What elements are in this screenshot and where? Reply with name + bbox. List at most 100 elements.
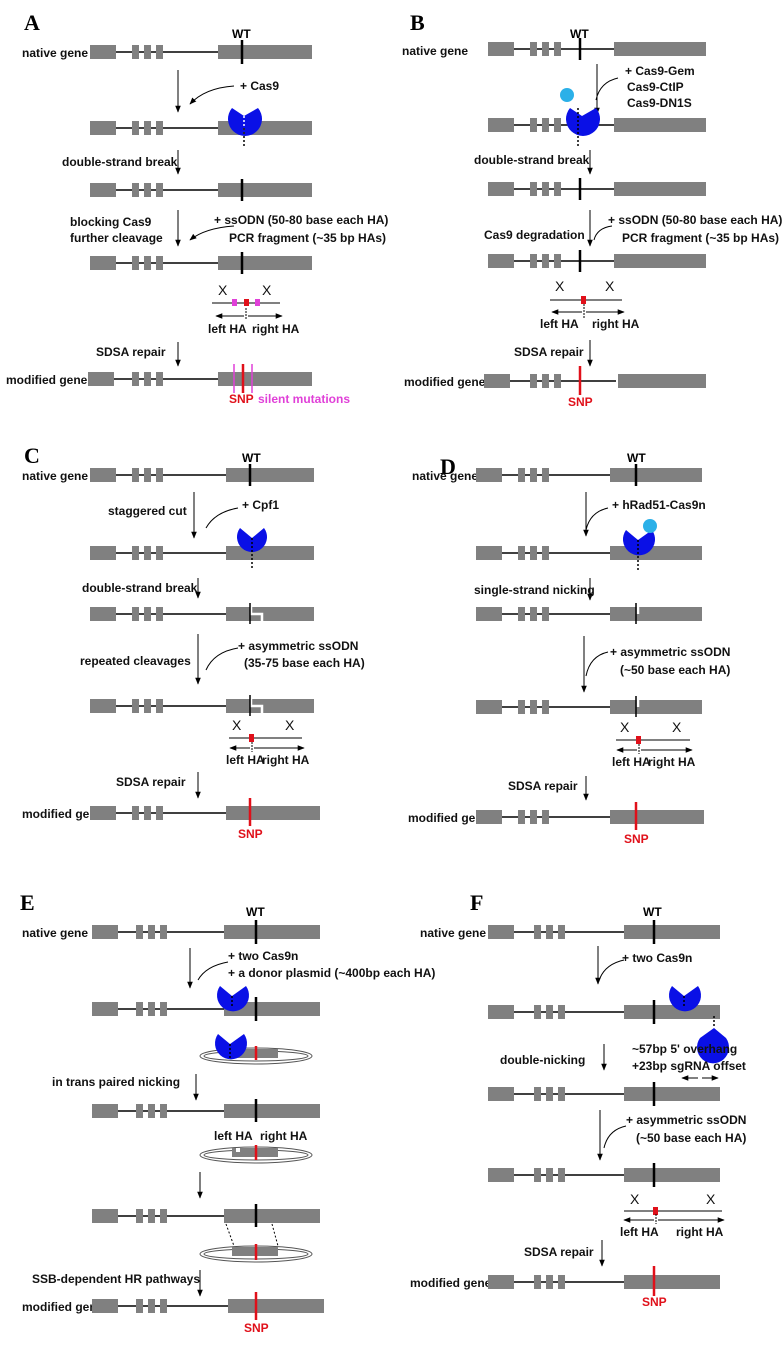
repair-label: SDSA repair <box>508 779 578 793</box>
svg-text:X: X <box>285 717 295 733</box>
svg-text:X: X <box>555 278 565 294</box>
modified-gene-label: modified gene <box>22 1300 104 1314</box>
left-ha-label: left HA <box>612 755 651 769</box>
svg-text:X: X <box>620 719 630 735</box>
treatment-label: + Cpf1 <box>242 498 279 512</box>
treatment-label-2: + a donor plasmid (~400bp each HA) <box>228 966 435 980</box>
left-ha-label: left HA <box>214 1129 253 1143</box>
native-gene-label: native gene <box>22 469 88 483</box>
donor-gene <box>488 250 706 272</box>
donor-gene <box>476 696 702 717</box>
strand-invasion-gene <box>92 1204 320 1247</box>
modified-gene-label: modified gene <box>408 811 490 825</box>
snp-label: SNP <box>642 1295 667 1309</box>
panel-d: D WT native gene + hRad51-Cas9n single-s… <box>408 451 730 846</box>
step1-label: in trans paired nicking <box>52 1075 180 1089</box>
panel-a: A WT native gene + Cas9 double-strand br… <box>6 10 388 406</box>
step1-label: single-strand nicking <box>474 583 595 597</box>
cas9-bound-gene <box>488 88 706 146</box>
donor-label-2: PCR fragment (~35 bp HAs) <box>229 231 386 245</box>
native-gene-label: native gene <box>412 469 478 483</box>
wt-label: WT <box>570 27 589 41</box>
dsb-gene <box>488 178 706 200</box>
double-cas9n-gene <box>488 986 730 1064</box>
treatment-label-1: + Cas9-Gem <box>625 64 695 78</box>
donor-ssodn: X X left HA right HA <box>226 717 310 767</box>
step0-label: staggered cut <box>108 504 187 518</box>
right-ha-label: right HA <box>260 1129 308 1143</box>
native-gene-label: native gene <box>402 44 468 58</box>
step2-label-1: blocking Cas9 <box>70 215 152 229</box>
modified-gene <box>92 1292 324 1320</box>
treatment-label-1: + two Cas9n <box>228 949 298 963</box>
panel-a-title: A <box>24 10 40 35</box>
treatment-label: + hRad51-Cas9n <box>612 498 706 512</box>
snp-label: SNP <box>238 827 263 841</box>
silent-mutations-label: silent mutations <box>258 392 350 406</box>
wt-label: WT <box>627 451 646 465</box>
modified-gene-label: modified gene <box>410 1276 492 1290</box>
donor-label-1: + asymmetric ssODN <box>626 1113 746 1127</box>
treatment-label: + Cas9 <box>240 79 279 93</box>
modified-gene <box>476 802 704 830</box>
paired-nick-gene <box>92 1099 320 1122</box>
cas9n-icon <box>215 1034 248 1060</box>
donor-gene <box>488 1163 720 1187</box>
panel-c-title: C <box>24 443 40 468</box>
svg-text:X: X <box>630 1191 640 1207</box>
nicked-gene <box>476 603 702 624</box>
donor-plasmid <box>199 1034 313 1065</box>
step1-label: double-strand break <box>82 581 198 595</box>
donor-label-2: PCR fragment (~35 bp HAs) <box>622 231 779 245</box>
cas9n-icon <box>217 986 250 1012</box>
right-ha-label: right HA <box>676 1225 724 1239</box>
modified-gene <box>90 798 320 826</box>
panel-e: E WT native gene + two Cas9n + a donor p… <box>20 890 435 1335</box>
snp-label: SNP <box>624 832 649 846</box>
donor-label-1: + asymmetric ssODN <box>610 645 730 659</box>
left-ha-label: left HA <box>226 753 265 767</box>
cas9n-icon <box>622 530 655 556</box>
step1-label: double-nicking <box>500 1053 585 1067</box>
modified-gene <box>88 364 312 393</box>
left-ha-label: left HA <box>540 317 579 331</box>
wt-label: WT <box>246 905 265 919</box>
step2-label: repeated cleavages <box>80 654 191 668</box>
cas9n-icon <box>697 1028 730 1064</box>
wt-label: WT <box>242 451 261 465</box>
snp-label: SNP <box>244 1321 269 1335</box>
modified-gene-label: modified gene <box>404 375 486 389</box>
snp-label: SNP <box>229 392 254 406</box>
donor-gene <box>90 695 314 716</box>
cas9n-bound-gene <box>476 519 702 570</box>
treatment-label: + two Cas9n <box>622 951 692 965</box>
svg-text:X: X <box>262 282 272 298</box>
repair-label: SSB-dependent HR pathways <box>32 1272 200 1286</box>
native-gene <box>488 38 706 60</box>
step2-label-2: further cleavage <box>70 231 163 245</box>
donor-label-1: + ssODN (50-80 base each HA) <box>214 213 388 227</box>
invading-plasmid <box>199 1244 313 1263</box>
effector-icon <box>560 88 574 102</box>
donor-gene <box>90 252 312 274</box>
snp-label: SNP <box>568 395 593 409</box>
panel-e-title: E <box>20 890 35 915</box>
native-gene <box>90 464 314 486</box>
step1-label: double-strand break <box>474 153 590 167</box>
donor-ssodn: X X left HA right HA <box>208 282 300 336</box>
svg-text:X: X <box>232 717 242 733</box>
donor-label-2: (~50 base each HA) <box>620 663 730 677</box>
repair-label: SDSA repair <box>514 345 584 359</box>
left-ha-label: left HA <box>208 322 247 336</box>
donor-ssodn: X X left HA right HA <box>540 278 640 331</box>
right-ha-label: right HA <box>648 755 696 769</box>
native-gene <box>488 920 720 944</box>
overhang-label-1: ~57bp 5' overhang <box>632 1042 737 1056</box>
effector-icon <box>643 519 657 533</box>
panel-c: C WT native gene staggered cut + Cpf1 do… <box>22 443 365 841</box>
modified-gene <box>484 366 706 395</box>
native-gene <box>90 40 312 64</box>
step2-label: Cas9 degradation <box>484 228 585 242</box>
modified-gene-label: modified gene <box>6 373 88 387</box>
overhang-label-2: +23bp sgRNA offset <box>632 1059 746 1073</box>
